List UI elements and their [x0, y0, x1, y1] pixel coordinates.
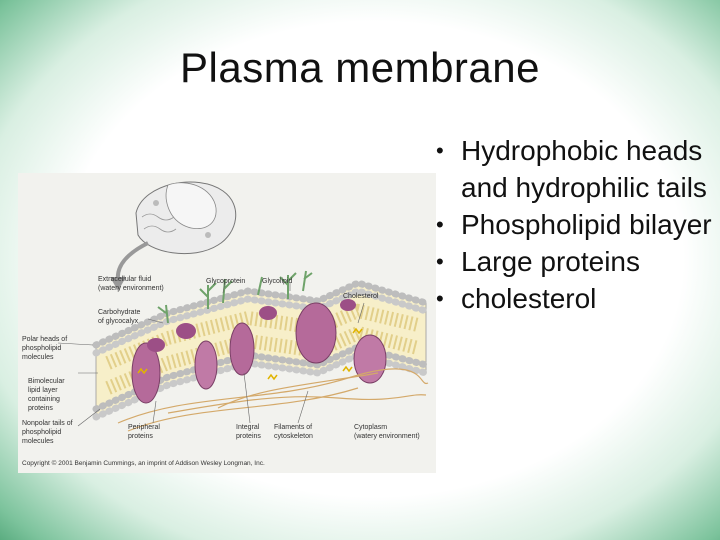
label-polar-heads: Polar heads of: [22, 336, 67, 343]
label-nonpolar-3: molecules: [22, 438, 54, 445]
label-polar-heads-2: phospholipid: [22, 345, 61, 352]
label-bimolecular-3: containing: [28, 396, 60, 403]
bullet-dot: •: [436, 132, 444, 169]
bullet-list: • Hydrophobic heads and hydrophilic tails…: [436, 132, 716, 317]
bullet-text: Hydrophobic heads and hydrophilic tails: [461, 135, 707, 203]
membrane-figure: Extracellular fluid (watery environment)…: [18, 173, 436, 473]
slide-title: Plasma membrane: [0, 44, 720, 92]
label-filaments: Filaments of: [274, 424, 312, 431]
label-glycolipid: Glycolipid: [262, 278, 292, 285]
label-filaments-2: cytoskeleton: [274, 433, 313, 440]
bullet-item: • cholesterol: [436, 280, 716, 317]
label-cholesterol: Cholesterol: [343, 293, 379, 300]
label-carbohydrate-sub: of glycocalyx: [98, 318, 139, 325]
label-bimolecular-2: lipid layer: [28, 387, 58, 394]
label-integral: Integral: [236, 424, 260, 431]
label-bimolecular-4: proteins: [28, 405, 53, 412]
label-bimolecular: Bimolecular: [28, 378, 65, 385]
figure-copyright: Copyright © 2001 Benjamin Cummings, an i…: [22, 459, 265, 467]
label-peripheral-2: proteins: [128, 433, 153, 440]
bullet-dot: •: [436, 206, 444, 243]
bullet-text: Large proteins: [461, 246, 640, 277]
label-extracellular-sub: (watery environment): [98, 285, 164, 292]
cell-sketch: [136, 182, 236, 254]
label-integral-2: proteins: [236, 433, 261, 440]
bullet-dot: •: [436, 280, 444, 317]
bullet-text: cholesterol: [461, 283, 596, 314]
bullet-text: Phospholipid bilayer: [461, 209, 712, 240]
label-extracellular: Extracellular fluid: [98, 276, 151, 283]
label-polar-heads-3: molecules: [22, 354, 54, 361]
bullet-item: • Hydrophobic heads and hydrophilic tails: [436, 132, 716, 206]
label-nonpolar-2: phospholipid: [22, 429, 61, 436]
label-carbohydrate: Carbohydrate: [98, 309, 141, 316]
bullet-item: • Phospholipid bilayer: [436, 206, 716, 243]
membrane-diagram: Extracellular fluid (watery environment)…: [18, 173, 436, 473]
label-cytoplasm: Cytoplasm: [354, 424, 387, 431]
label-cytoplasm-sub: (watery environment): [354, 433, 420, 440]
bullet-item: • Large proteins: [436, 243, 716, 280]
label-nonpolar: Nonpolar tails of: [22, 420, 73, 427]
bullet-dot: •: [436, 243, 444, 280]
label-glycoprotein: Glycoprotein: [206, 278, 245, 285]
label-peripheral: Peripheral: [128, 424, 160, 431]
